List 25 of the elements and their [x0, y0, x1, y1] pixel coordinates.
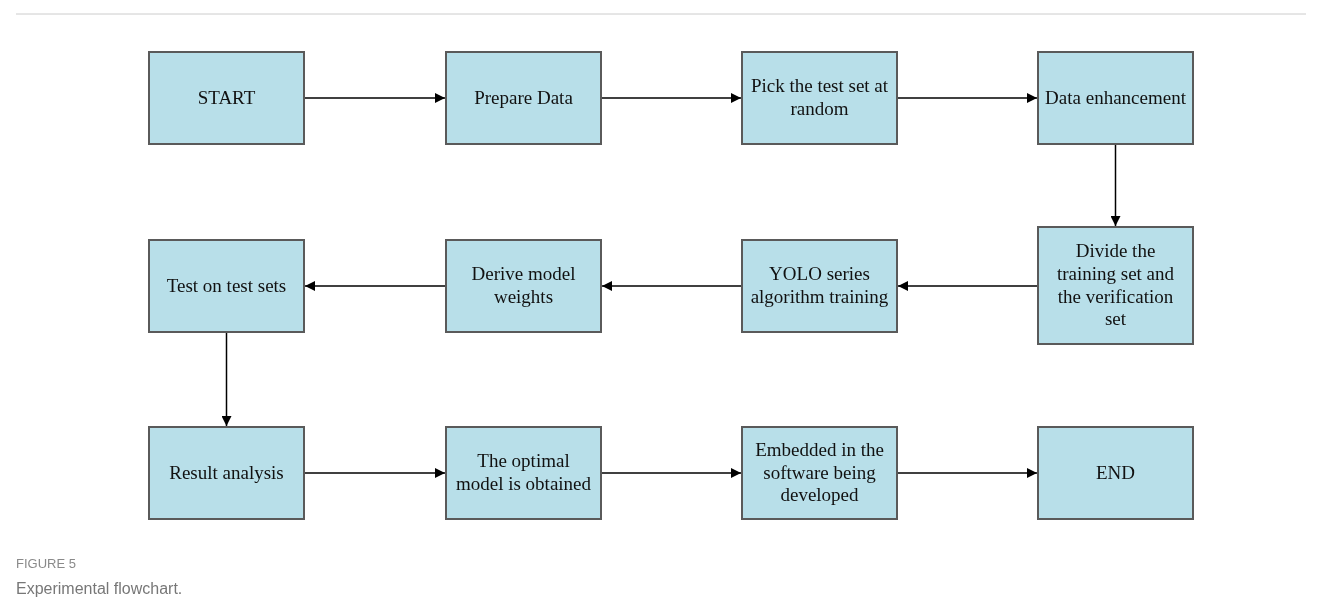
process-box: YOLO series algorithm training [741, 239, 898, 333]
process-box: The optimal model is obtained [445, 426, 602, 520]
process-box: Result analysis [148, 426, 305, 520]
process-box: START [148, 51, 305, 145]
process-box: Divide the training set and the verification set [1037, 226, 1194, 345]
arrow [601, 281, 742, 291]
process-box: Pick the test set at random [741, 51, 898, 145]
figure-number: FIGURE 5 [16, 556, 76, 571]
arrow [601, 468, 742, 478]
process-box: Prepare Data [445, 51, 602, 145]
process-box: Data enhancement [1037, 51, 1194, 145]
arrow [221, 332, 232, 427]
arrow [304, 281, 446, 291]
process-box: Embedded in the software being developed [741, 426, 898, 520]
caption: Experimental flowchart. [16, 580, 183, 598]
arrow [304, 468, 446, 478]
arrow [601, 93, 742, 103]
arrow [897, 468, 1038, 478]
arrow [1110, 144, 1121, 227]
arrow [897, 93, 1038, 103]
process-box: END [1037, 426, 1194, 520]
process-box: Derive model weights [445, 239, 602, 333]
arrow [304, 93, 446, 103]
arrow [897, 281, 1038, 291]
process-box: Test on test sets [148, 239, 305, 333]
